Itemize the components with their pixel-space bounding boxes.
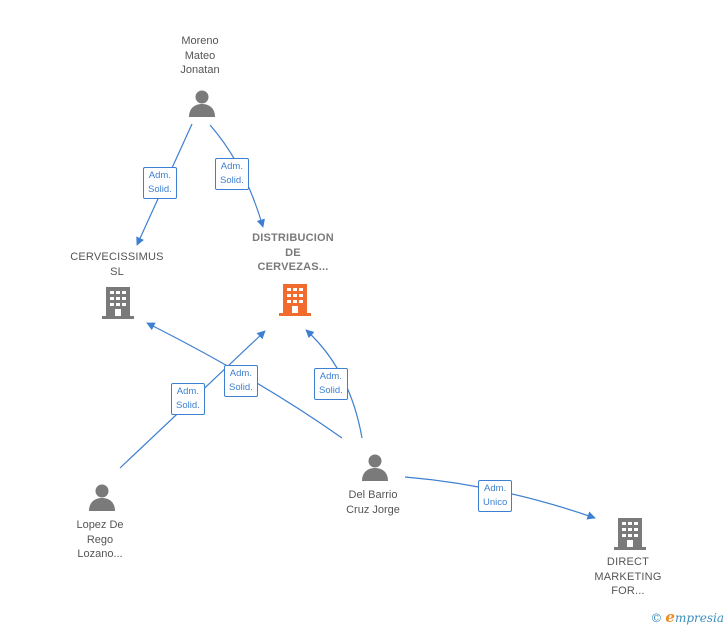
node-del-barrio-cruz-jorge[interactable]: Del Barrio Cruz Jorge <box>318 488 428 517</box>
node-direct-marketing-for[interactable]: DIRECT MARKETING FOR... <box>578 555 678 599</box>
node-label: Moreno Mateo Jonatan <box>180 35 220 76</box>
edge-label-delbarrio-cervecissimus[interactable]: Adm. Solid. <box>224 365 258 397</box>
brand-initial: e <box>665 608 675 626</box>
node-cervecissimus-sl[interactable]: CERVECISSIMUS SL <box>58 250 176 279</box>
building-icon[interactable] <box>102 285 134 319</box>
edge-label-moreno-distribucion[interactable]: Adm. Solid. <box>215 158 249 190</box>
node-label: Lopez De Rego Lozano... <box>76 519 124 560</box>
copyright-symbol: © <box>650 611 663 625</box>
edge-label-lopez-distribucion[interactable]: Adm. Solid. <box>171 383 205 415</box>
node-label: Del Barrio Cruz Jorge <box>346 489 400 516</box>
person-icon[interactable] <box>360 452 390 482</box>
node-label: DISTRIBUCION DE CERVEZAS... <box>252 232 334 273</box>
node-distribucion-de-cervezas[interactable]: DISTRIBUCION DE CERVEZAS... <box>234 231 352 275</box>
node-lopez-de-rego-lozano[interactable]: Lopez De Rego Lozano... <box>50 518 150 562</box>
brand-name: mpresia <box>674 611 724 625</box>
node-label: DIRECT MARKETING FOR... <box>594 556 662 597</box>
person-icon[interactable] <box>87 482 117 512</box>
node-moreno-mateo-jonatan[interactable]: Moreno Mateo Jonatan <box>150 34 250 78</box>
edge-label-delbarrio-direct[interactable]: Adm. Unico <box>478 480 513 512</box>
node-label: CERVECISSIMUS SL <box>70 251 164 278</box>
building-icon[interactable] <box>614 516 646 550</box>
person-icon[interactable] <box>187 88 217 118</box>
building-icon[interactable] <box>279 282 311 316</box>
empresia-logo: ©empresia <box>650 608 724 626</box>
edge-label-delbarrio-distribucion[interactable]: Adm. Solid. <box>314 368 348 400</box>
edge-label-moreno-cervecissimus[interactable]: Adm. Solid. <box>143 167 177 199</box>
